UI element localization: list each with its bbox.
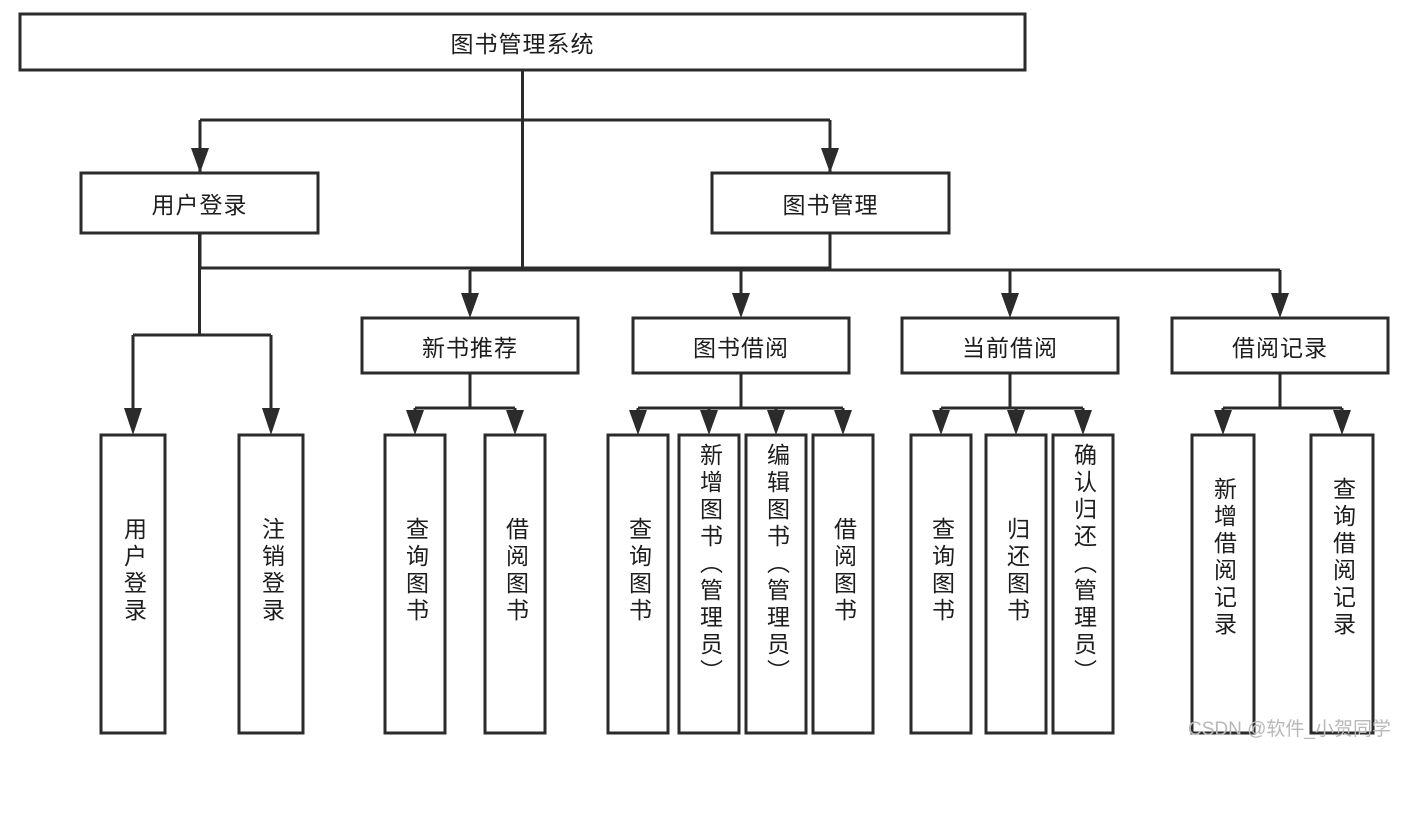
arrowhead-to-user-login [191, 148, 209, 173]
node-current-borrow[interactable] [900, 316, 1120, 375]
node-book-management[interactable] [710, 171, 951, 235]
connectors-layer [124, 70, 1351, 435]
node-leaf-borrow-book-1[interactable] [483, 433, 547, 735]
node-leaf-add-borrow-record[interactable] [1190, 433, 1256, 735]
tree-diagram-svg [18, 12, 1390, 735]
arrowhead-to-new-book-recommend [461, 293, 479, 318]
arrowhead-to-leaf-query-book-1 [406, 410, 424, 435]
node-leaf-query-borrow-record[interactable] [1309, 433, 1375, 735]
node-leaf-user-login[interactable] [99, 433, 167, 735]
arrowhead-to-leaf-add-book-admin [700, 410, 718, 435]
arrowhead-to-book-borrow [732, 293, 750, 318]
node-leaf-query-book-2[interactable] [606, 433, 670, 735]
arrowhead-to-borrow-records [1271, 293, 1289, 318]
arrowhead-to-leaf-borrow-book-1 [506, 410, 524, 435]
node-leaf-borrow-book-2[interactable] [811, 433, 875, 735]
node-leaf-edit-book-admin[interactable] [744, 433, 808, 735]
arrowhead-to-leaf-return-book [1007, 410, 1025, 435]
node-root[interactable] [18, 12, 1027, 72]
arrowhead-to-leaf-edit-book-admin [767, 410, 785, 435]
arrowhead-to-leaf-query-book-3 [932, 410, 950, 435]
nodes-layer [18, 12, 1390, 735]
node-leaf-query-book-1[interactable] [383, 433, 447, 735]
arrowhead-to-leaf-user-login [124, 408, 142, 435]
arrowhead-to-leaf-query-borrow-record [1333, 410, 1351, 435]
node-user-login[interactable] [79, 171, 320, 235]
node-borrow-records[interactable] [1170, 316, 1390, 375]
node-leaf-confirm-return-admin[interactable] [1051, 433, 1115, 735]
node-leaf-query-book-3[interactable] [909, 433, 973, 735]
diagram-canvas: 图书管理系统 用户登录 图书管理 新书推荐 图书借阅 当前借阅 借阅记录 用户登… [18, 12, 1391, 740]
arrowhead-to-leaf-confirm-return-admin [1074, 410, 1092, 435]
arrowhead-to-leaf-query-book-2 [629, 410, 647, 435]
arrowhead-to-leaf-logout [262, 408, 280, 435]
arrowhead-to-leaf-add-borrow-record [1214, 410, 1232, 435]
arrowhead-to-book-management [821, 148, 839, 173]
edge-root-to-level2-bus [198, 70, 832, 270]
node-book-borrow[interactable] [631, 316, 851, 375]
node-leaf-logout[interactable] [237, 433, 305, 735]
arrowhead-to-current-borrow [1001, 293, 1019, 318]
node-leaf-add-book-admin[interactable] [677, 433, 741, 735]
node-leaf-return-book[interactable] [984, 433, 1048, 735]
node-new-book-recommend[interactable] [360, 316, 580, 375]
arrowhead-to-leaf-borrow-book-2 [834, 410, 852, 435]
